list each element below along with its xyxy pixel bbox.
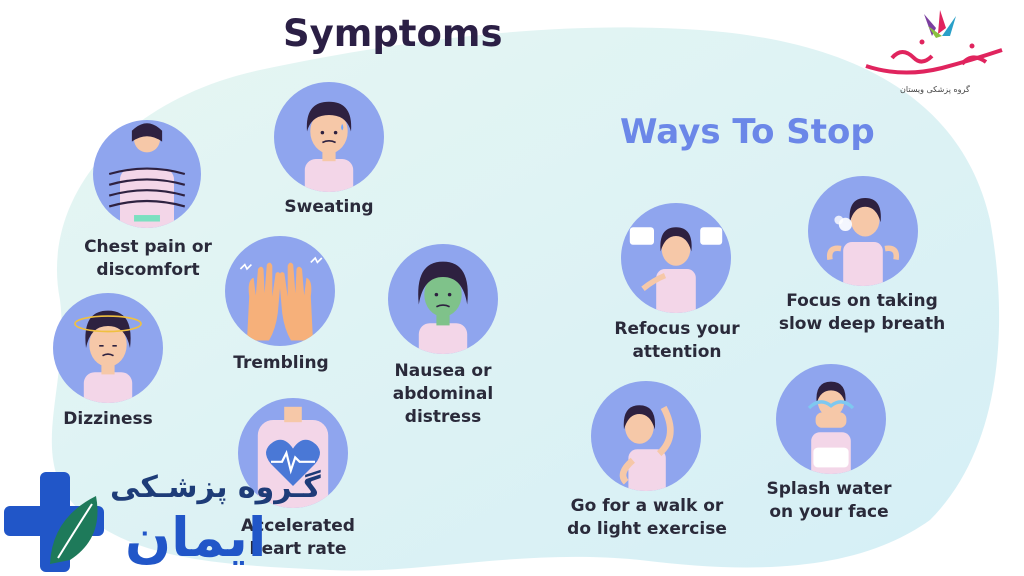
refocus-illustration <box>621 203 731 313</box>
iman-logo-line1: گـروه پزشـکی <box>110 470 321 505</box>
ways-to-stop-title: Ways To Stop <box>620 112 875 152</box>
heart-rate-illustration <box>238 398 348 508</box>
label-trembling: Trembling <box>233 353 329 373</box>
iman-logo-mark <box>4 472 104 572</box>
dizziness-illustration <box>53 293 163 403</box>
vistan-logo <box>865 10 1003 75</box>
vistan-logo-caption: گروه پزشکی ویستان <box>900 85 970 94</box>
nausea-illustration <box>388 244 498 354</box>
label-sweating: Sweating <box>284 197 374 217</box>
symptoms-title: Symptoms <box>283 12 503 55</box>
walk-exercise-illustration <box>591 381 701 491</box>
deep-breath-illustration <box>808 176 918 286</box>
sweating-illustration <box>274 82 384 192</box>
label-dizziness: Dizziness <box>63 409 153 429</box>
chest-pain-illustration <box>93 120 201 228</box>
trembling-illustration <box>225 236 335 346</box>
splash-water-illustration <box>776 364 886 474</box>
iman-logo-line2: ایمان <box>125 506 267 569</box>
